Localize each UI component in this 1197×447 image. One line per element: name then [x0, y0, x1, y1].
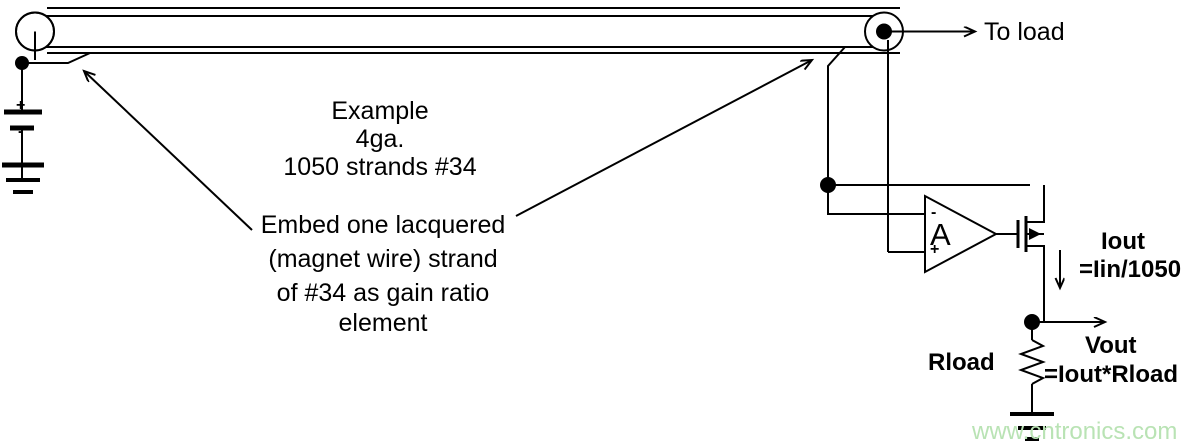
ground-symbol-source: [6, 165, 40, 194]
battery-plus-label: +: [16, 97, 26, 114]
example-spec-line-2: 4ga.: [355, 125, 405, 153]
rload-label: Rload: [928, 349, 995, 376]
annotation-line-2: (magnet wire) strand: [268, 245, 498, 273]
left-strand-breakout: [20, 52, 91, 64]
rload-resistor: [1018, 322, 1046, 412]
right-strand-breakout: [827, 46, 846, 185]
annotation-arrow-right: [515, 60, 812, 217]
annotation-line-3: of #34 as gain ratio: [276, 279, 490, 307]
iout-equation-label: =Iin/1050: [1079, 256, 1182, 283]
annotation-line-4: element: [338, 309, 428, 337]
cable-left-endcap: [15, 11, 55, 60]
to-load-label: To load: [984, 18, 1065, 46]
opamp-triangle: [924, 194, 999, 274]
example-spec-line-1: Example: [331, 97, 429, 125]
cable-bundle: [15, 11, 904, 52]
vout-label: Vout: [1085, 332, 1137, 359]
opamp-label: A: [930, 217, 951, 252]
ground-symbol-load: [1010, 412, 1054, 441]
example-spec-line-3: 1050 strands #34: [283, 153, 477, 181]
opamp-inverting-input-label: -: [931, 204, 937, 221]
mosfet-transistor: [1016, 185, 1045, 322]
battery-minus-label: -: [18, 123, 24, 140]
embedded-strand-wire: [47, 7, 900, 54]
site-watermark: www.cntronics.com: [972, 418, 1178, 445]
opamp-noninverting-input-label: +: [930, 241, 940, 258]
annotation-line-1: Embed one lacquered: [260, 211, 506, 239]
vout-equation-label: =Iout*Rload: [1044, 361, 1179, 388]
feedback-line: [827, 184, 1030, 253]
iout-label: Iout: [1101, 228, 1145, 255]
annotation-arrow-left: [84, 71, 253, 231]
